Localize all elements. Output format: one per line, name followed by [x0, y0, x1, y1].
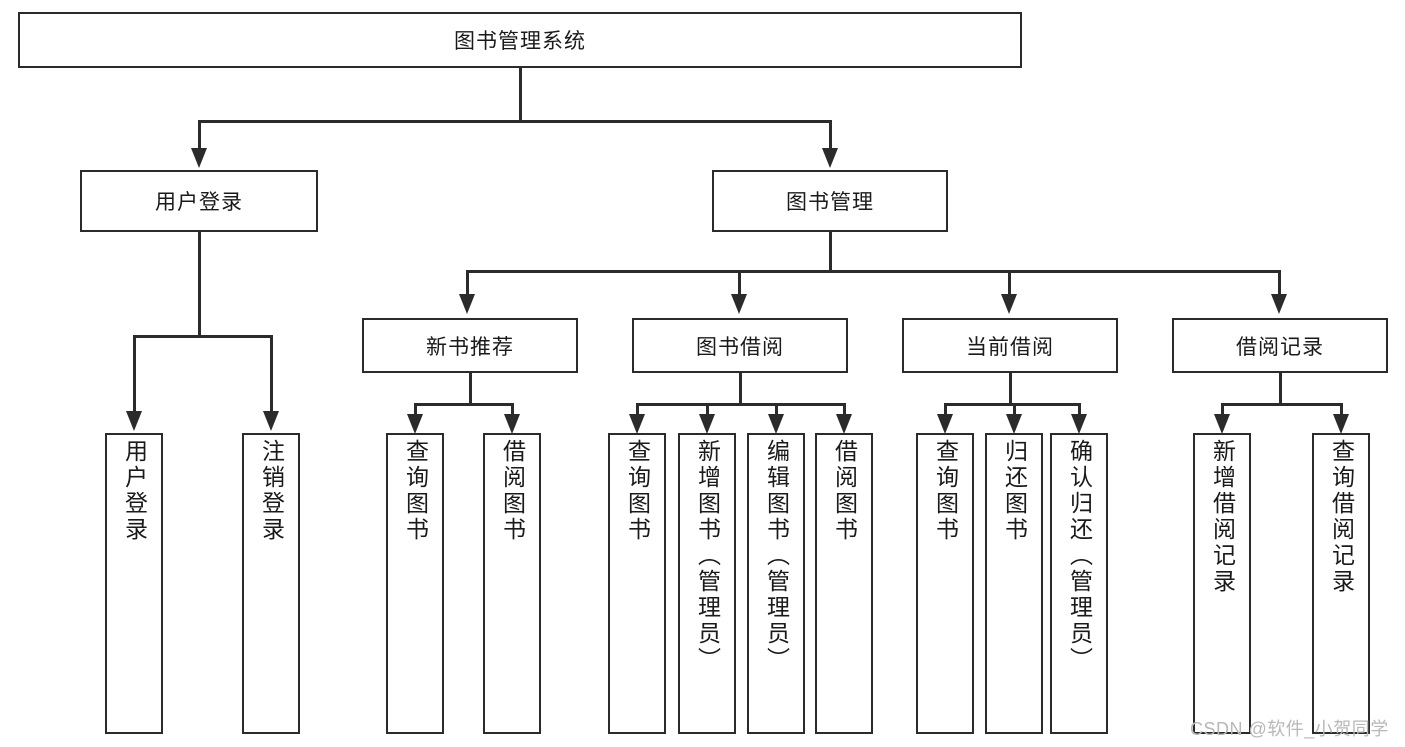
- leaf-bb-borrow-book[interactable]: 借阅图书: [815, 433, 873, 734]
- arrowhead-bb-leaf-3: [768, 414, 784, 434]
- leaf-cb-query-book[interactable]: 查询图书: [916, 433, 974, 734]
- arrowhead-borrow-record: [1271, 294, 1287, 314]
- connector-br-to-leaf-1: [1221, 403, 1224, 416]
- node-label: 图书管理系统: [454, 30, 586, 53]
- arrowhead-current-borrow: [1001, 294, 1017, 314]
- leaf-cb-return-book[interactable]: 归还图书: [985, 433, 1043, 734]
- arrowhead-book-borrow: [731, 294, 747, 314]
- leaf-label: 确认归还（管理员）: [1066, 439, 1093, 673]
- connector-bb-to-leaf-1: [636, 403, 639, 416]
- connector-br-stem: [1279, 373, 1282, 403]
- connector-cb-rail: [944, 403, 1081, 406]
- arrowhead-bb-leaf-4: [836, 414, 852, 434]
- leaf-label: 注销登录: [258, 439, 285, 543]
- arrowhead-nbr-leaf-2: [504, 414, 520, 434]
- arrowhead-new-book-recommend: [459, 294, 475, 314]
- leaf-label: 新增图书（管理员）: [694, 439, 721, 673]
- arrowhead-cb-leaf-2: [1006, 414, 1022, 434]
- arrowhead-br-leaf-2: [1333, 414, 1349, 434]
- node-root-book-management-system[interactable]: 图书管理系统: [18, 12, 1022, 68]
- connector-root-stem: [519, 68, 522, 120]
- leaf-label: 查询借阅记录: [1328, 439, 1355, 595]
- arrowhead-nbr-leaf-1: [407, 414, 423, 434]
- arrowhead-book-management: [822, 148, 838, 168]
- node-borrow-record[interactable]: 借阅记录: [1172, 318, 1388, 373]
- arrowhead-bb-leaf-2: [699, 414, 715, 434]
- connector-bm-to-current-borrow: [1008, 270, 1011, 296]
- connector-bb-to-leaf-2: [706, 403, 709, 416]
- leaf-label: 借阅图书: [831, 439, 858, 543]
- connector-user-login-stem: [198, 232, 201, 335]
- leaf-user-login[interactable]: 用户登录: [105, 433, 163, 734]
- leaf-nbr-query-book[interactable]: 查询图书: [386, 433, 444, 734]
- leaf-label: 归还图书: [1001, 439, 1028, 543]
- leaf-bb-edit-book-admin[interactable]: 编辑图书（管理员）: [747, 433, 805, 734]
- connector-cb-stem: [1009, 373, 1012, 403]
- connector-cb-to-leaf-3: [1078, 403, 1081, 416]
- node-new-book-recommend[interactable]: 新书推荐: [362, 318, 578, 373]
- node-user-login[interactable]: 用户登录: [80, 170, 318, 232]
- connector-cb-to-leaf-1: [944, 403, 947, 416]
- connector-root-to-book-management: [829, 120, 832, 150]
- node-label: 用户登录: [155, 191, 243, 214]
- connector-root-to-user-login: [198, 120, 201, 150]
- node-current-borrow[interactable]: 当前借阅: [902, 318, 1118, 373]
- leaf-bb-query-book[interactable]: 查询图书: [608, 433, 666, 734]
- leaf-label: 用户登录: [121, 439, 148, 543]
- node-book-management[interactable]: 图书管理: [712, 170, 948, 232]
- arrowhead-leaf-logout: [263, 411, 279, 431]
- leaf-br-add-record[interactable]: 新增借阅记录: [1193, 433, 1251, 734]
- leaf-nbr-borrow-book[interactable]: 借阅图书: [483, 433, 541, 734]
- connector-nbr-to-leaf-2: [511, 403, 514, 416]
- leaf-label: 查询图书: [624, 439, 651, 543]
- connector-nbr-to-leaf-1: [414, 403, 417, 416]
- leaf-logout[interactable]: 注销登录: [242, 433, 300, 734]
- arrowhead-cb-leaf-3: [1071, 414, 1087, 434]
- connector-user-login-rail: [133, 335, 270, 338]
- node-book-borrow[interactable]: 图书借阅: [632, 318, 848, 373]
- connector-bm-to-book-borrow: [738, 270, 741, 296]
- connector-bm-to-new-book: [466, 270, 469, 296]
- connector-bb-rail: [636, 403, 846, 406]
- leaf-br-query-record[interactable]: 查询借阅记录: [1312, 433, 1370, 734]
- connector-bb-stem: [739, 373, 742, 403]
- node-label: 新书推荐: [426, 335, 514, 359]
- connector-user-login-to-leaf-2: [270, 335, 273, 413]
- node-label: 当前借阅: [966, 335, 1054, 359]
- leaf-cb-confirm-return-admin[interactable]: 确认归还（管理员）: [1050, 433, 1108, 734]
- arrowhead-cb-leaf-1: [937, 414, 953, 434]
- connector-book-management-rail: [466, 270, 1278, 273]
- arrowhead-leaf-user-login: [126, 411, 142, 431]
- connector-nbr-stem: [469, 373, 472, 403]
- arrowhead-bb-leaf-1: [629, 414, 645, 434]
- connector-bm-to-borrow-record: [1278, 270, 1281, 296]
- connector-user-login-to-leaf-1: [133, 335, 136, 413]
- connector-book-management-stem: [829, 232, 832, 270]
- node-label: 图书借阅: [696, 335, 784, 359]
- connector-bb-to-leaf-3: [775, 403, 778, 416]
- arrowhead-br-leaf-1: [1214, 414, 1230, 434]
- connector-root-rail: [198, 120, 832, 123]
- connector-cb-to-leaf-2: [1013, 403, 1016, 416]
- connector-br-rail: [1221, 403, 1343, 406]
- leaf-label: 借阅图书: [499, 439, 526, 543]
- leaf-label: 查询图书: [402, 439, 429, 543]
- leaf-label: 查询图书: [932, 439, 959, 543]
- arrowhead-user-login: [191, 148, 207, 168]
- node-label: 借阅记录: [1236, 335, 1324, 359]
- connector-nbr-rail: [414, 403, 514, 406]
- leaf-label: 编辑图书（管理员）: [763, 439, 790, 673]
- leaf-label: 新增借阅记录: [1209, 439, 1236, 595]
- leaf-bb-add-book-admin[interactable]: 新增图书（管理员）: [678, 433, 736, 734]
- connector-br-to-leaf-2: [1340, 403, 1343, 416]
- node-label: 图书管理: [786, 191, 874, 214]
- connector-bb-to-leaf-4: [843, 403, 846, 416]
